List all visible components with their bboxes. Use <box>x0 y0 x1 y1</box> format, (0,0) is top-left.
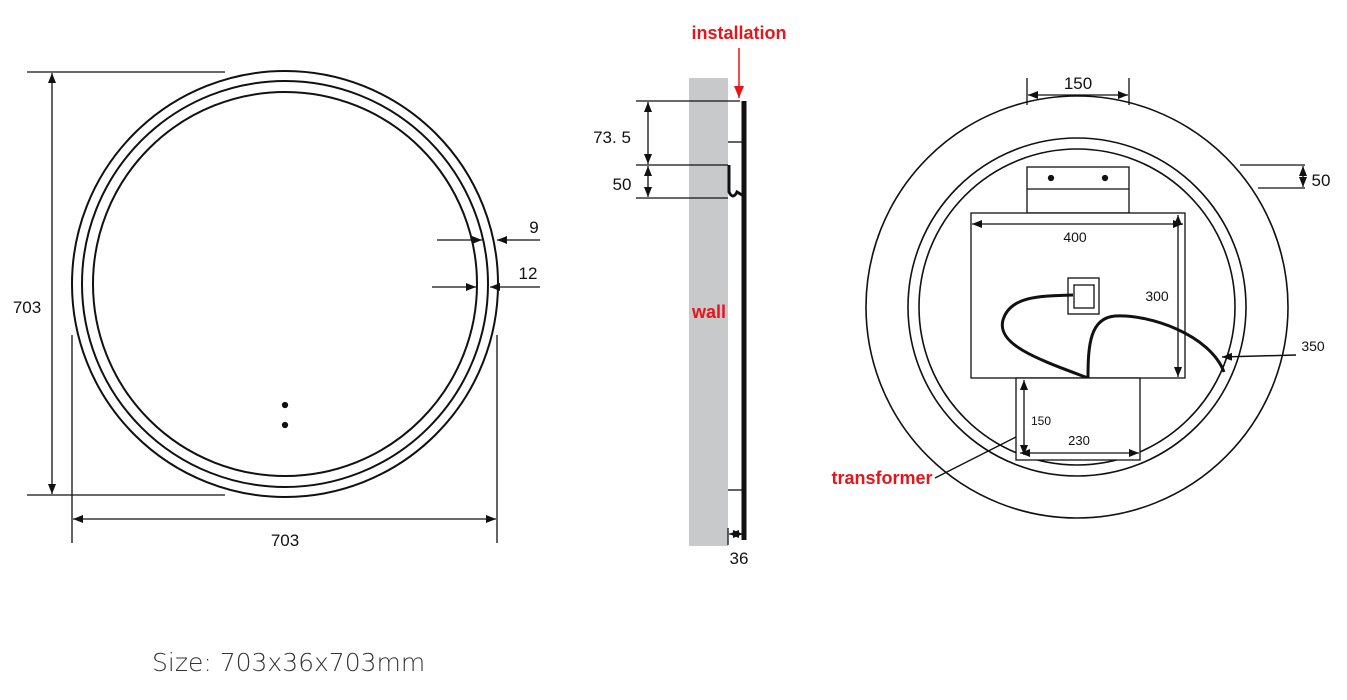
touch-sensor-dot <box>281 421 289 429</box>
panel-height-label: 300 <box>1145 288 1169 304</box>
front-height-label: 703 <box>13 298 41 317</box>
frame-label: 9 <box>529 218 538 237</box>
back-panel <box>970 212 1186 379</box>
light-band-label: 12 <box>519 264 538 283</box>
top-offset-label: 73. 5 <box>593 128 631 147</box>
size-caption: Size: 703x36x703mm <box>152 648 426 677</box>
installation-label: installation <box>691 23 786 43</box>
back-view <box>865 78 1307 519</box>
wall-label: wall <box>691 302 726 322</box>
wall <box>689 78 728 546</box>
panel-width-label: 400 <box>1063 229 1087 245</box>
side-view <box>636 48 747 546</box>
front-view <box>27 70 540 543</box>
front-width-label: 703 <box>271 531 299 550</box>
transformer-width-label: 230 <box>1068 433 1090 448</box>
side-bracket-label: 50 <box>613 175 632 194</box>
transformer-height-label: 150 <box>1031 414 1051 428</box>
touch-sensor-dot <box>281 401 289 409</box>
depth-label: 36 <box>730 549 749 568</box>
wall-bracket <box>1026 166 1130 214</box>
bracket-height-label: 50 <box>1312 171 1331 190</box>
cable-label: 350 <box>1301 338 1325 354</box>
transformer-label: transformer <box>831 468 932 488</box>
transformer-box <box>1015 377 1141 461</box>
hook-bracket <box>727 165 743 198</box>
bracket-width-label: 150 <box>1064 74 1092 93</box>
